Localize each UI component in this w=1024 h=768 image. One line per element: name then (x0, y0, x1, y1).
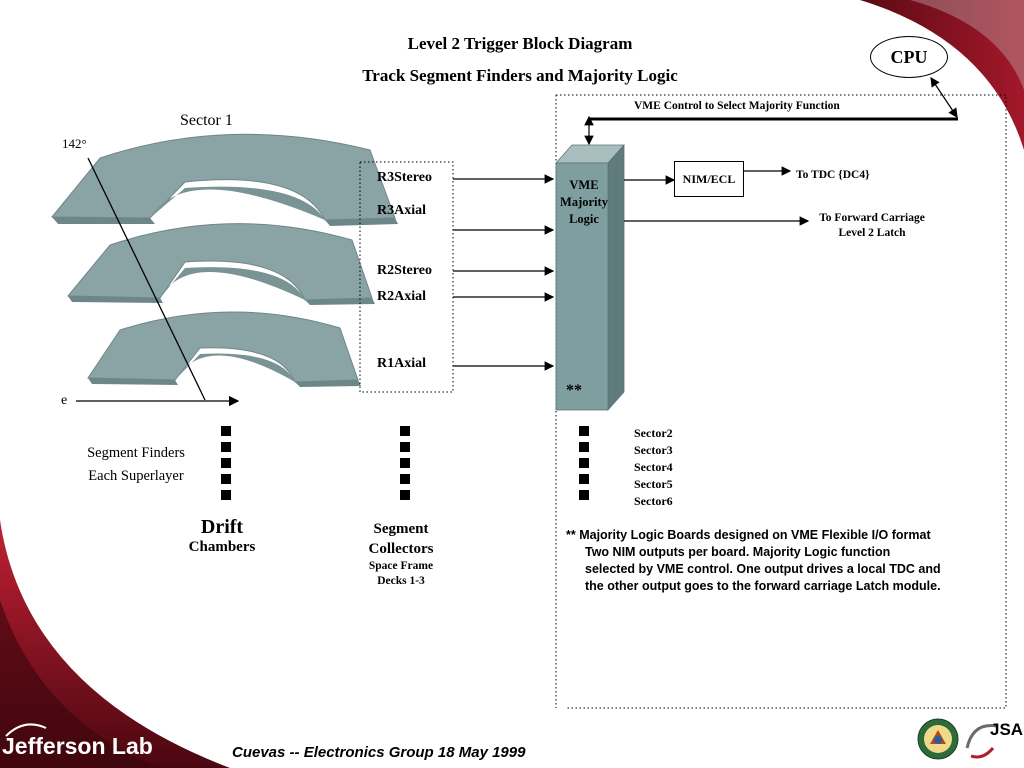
channel-r3axial: R3Axial (377, 203, 426, 218)
segment-finders-line1: Segment Finders (87, 445, 185, 461)
sector-5: Sector5 (634, 477, 673, 491)
sector-3: Sector3 (634, 443, 673, 457)
majority-line1: VME (569, 178, 599, 192)
drift-chamber-slab-top (50, 133, 398, 226)
footnote-line2: Two NIM outputs per board. Majority Logi… (585, 545, 891, 559)
nim-ecl-label: NIM/ECL (682, 171, 736, 186)
bus-to-cpu (930, 77, 958, 118)
cpu-node: CPU (870, 36, 948, 78)
majority-marker: ** (566, 382, 582, 399)
nim-ecl-box: NIM/ECL (674, 161, 744, 197)
jsa-mark-icon (965, 723, 998, 759)
vme-control-label: VME Control to Select Majority Function (634, 100, 840, 112)
to-forward-label: To Forward Carriage Level 2 Latch (808, 211, 936, 241)
sector1-label: Sector 1 (180, 112, 233, 129)
collectors-line4: Decks 1-3 (377, 575, 425, 587)
segment-collector-box (359, 161, 454, 393)
footnote: ** Majority Logic Boards designed on VME… (566, 527, 996, 595)
collectors-line1: Segment (373, 521, 429, 537)
vme-enclosure (555, 94, 1007, 709)
footnote-line3: selected by VME control. One output driv… (585, 562, 941, 576)
sector-list: Sector2 Sector3 Sector4 Sector5 Sector6 (634, 425, 673, 510)
page-subtitle: Track Segment Finders and Majority Logic (362, 66, 678, 85)
jsa-text: JSA (990, 720, 1024, 739)
majority-line2: Majority (560, 195, 608, 209)
majority-line3: Logic (569, 212, 599, 226)
segment-collectors-label: Segment Collectors Space Frame Decks 1-3 (351, 519, 451, 589)
doe-seal-icon (917, 718, 959, 760)
segment-finders-label: Segment Finders Each Superlayer (70, 442, 202, 488)
vme-majority-logic-box (555, 143, 625, 412)
footnote-line4: the other output goes to the forward car… (585, 579, 941, 593)
segment-finders-line2: Each Superlayer (88, 468, 184, 484)
angle-label: 142° (62, 136, 87, 151)
collectors-line2: Collectors (368, 541, 434, 557)
footer-credit: Cuevas -- Electronics Group 18 May 1999 (232, 744, 526, 761)
jsa-logo: JSA (963, 718, 1024, 762)
collectors-line3: Space Frame (368, 560, 434, 572)
majority-logic-label: VME Majority Logic (553, 177, 615, 228)
channel-r2axial: R2Axial (377, 289, 426, 304)
beam-label: e (61, 393, 68, 408)
channel-r1axial: R1Axial (377, 356, 426, 371)
jlab-swoosh-icon (5, 723, 47, 737)
drift-dots (221, 426, 231, 500)
sector-4: Sector4 (634, 460, 673, 474)
sector-2: Sector2 (634, 426, 673, 440)
chambers-label: Chambers (188, 539, 256, 555)
top-right-swoosh (860, 0, 1024, 150)
cpu-label: CPU (890, 46, 928, 67)
page-title: Level 2 Trigger Block Diagram (407, 34, 633, 53)
footnote-line1: ** Majority Logic Boards designed on VME… (566, 528, 931, 542)
jefferson-lab-logo: Jefferson Lab (2, 733, 153, 759)
channel-r3stereo: R3Stereo (377, 170, 432, 185)
drift-chambers-label: Drift Chambers (172, 516, 272, 556)
drift-chamber-slab-bottom (87, 311, 361, 387)
channel-r2stereo: R2Stereo (377, 263, 432, 278)
sector-dots (579, 426, 589, 500)
sector-6: Sector6 (634, 494, 673, 508)
drift-label: Drift (200, 516, 244, 538)
collector-dots (400, 426, 410, 500)
top-right-swoosh-light (910, 0, 1024, 90)
to-tdc-label: To TDC {DC4} (796, 169, 870, 181)
drift-chamber-slab-middle (66, 223, 375, 305)
angle-line (87, 157, 206, 401)
to-forward-line1: To Forward Carriage (819, 212, 925, 224)
to-forward-line2: Level 2 Latch (838, 227, 906, 239)
